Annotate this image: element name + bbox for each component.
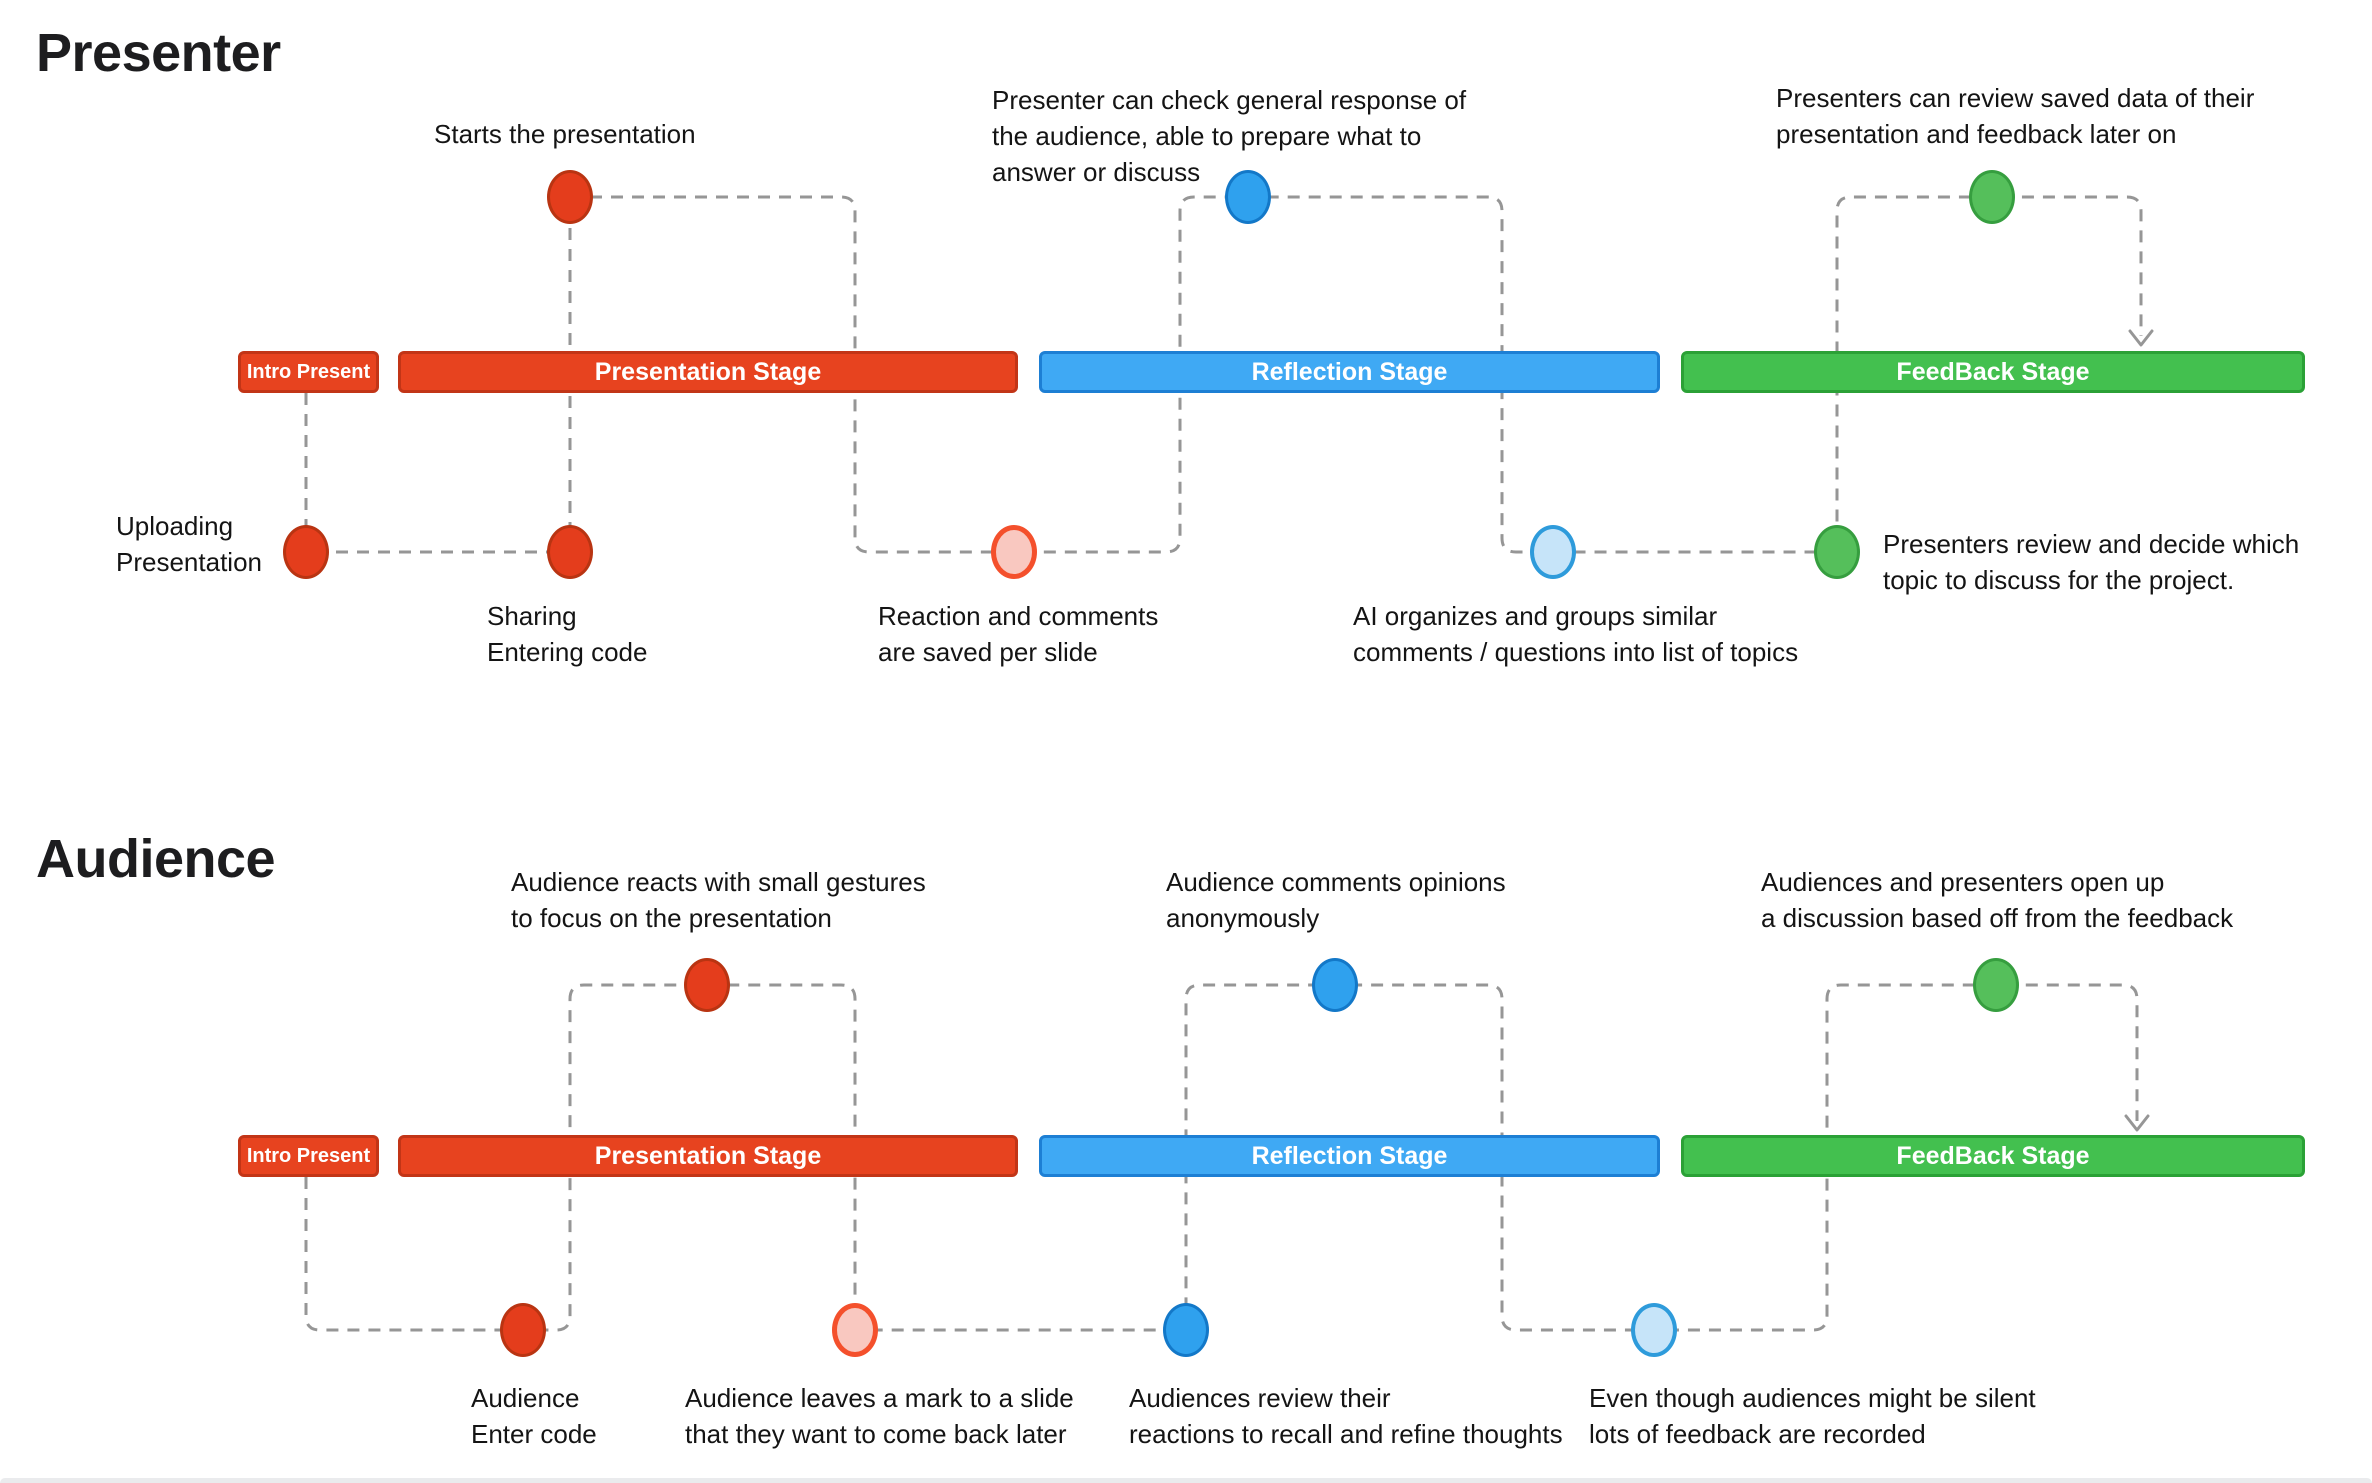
audience-dot-review-reactions [1163,1303,1209,1357]
presenter-dot-review-saved-data [1969,170,2015,224]
audience-stage-bar-reflection: Reflection Stage [1039,1135,1660,1177]
audience-connector-path [304,983,2139,1332]
note-starts-presentation: Starts the presentation [434,119,696,149]
audience-dot-silent-feedback [1631,1303,1677,1357]
presenter-dot-sharing-code [547,525,593,579]
stage-label: FeedBack Stage [1896,1141,2090,1170]
note-leaves-mark: Audience leaves a mark to a slide that t… [685,1383,1074,1449]
note-check-response: Presenter can check general response of … [992,85,1467,187]
presenter-connector-path [304,195,2143,554]
presenter-dot-check-response [1225,170,1271,224]
audience-dot-enter-code [500,1303,546,1357]
audience-section-title: Audience [36,829,276,889]
presenter-dot-starts-presentation [547,170,593,224]
stage-label: Presentation Stage [594,1141,822,1170]
note-review-saved-data: Presenters can review saved data of thei… [1776,83,2255,149]
note-reactions-saved: Reaction and comments are saved per slid… [878,601,1159,667]
note-sharing-entering-code: Sharing Entering code [487,601,648,667]
presenter-stage-bar-intro-present: Intro Present [238,351,379,393]
note-ai-organizes: AI organizes and groups similar comments… [1353,601,1799,667]
presenter-stage-bar-feedback: FeedBack Stage [1681,351,2305,393]
stage-label: FeedBack Stage [1896,357,2090,386]
presenter-stage-bar-presentation: Presentation Stage [398,351,1018,393]
audience-stage-bar-feedback: FeedBack Stage [1681,1135,2305,1177]
stage-label: Intro Present [246,360,371,383]
presenter-section-title: Presenter [36,23,281,83]
audience-arrowhead [2124,1114,2150,1132]
stage-label: Intro Present [246,1144,371,1167]
presenter-dot-review-decide [1814,525,1860,579]
audience-dot-comments-anonymously [1312,958,1358,1012]
note-comments-anonymously: Audience comments opinions anonymously [1166,867,1506,933]
note-reacts-gestures: Audience reacts with small gestures to f… [511,867,926,933]
stage-label: Reflection Stage [1251,1141,1448,1170]
audience-dot-reacts-gestures [684,958,730,1012]
audience-dot-leaves-mark [832,1303,878,1357]
note-review-refine: Audiences review their reactions to reca… [1129,1383,1563,1449]
note-review-decide-topic: Presenters review and decide which topic… [1883,529,2300,595]
presenter-stage-bar-reflection: Reflection Stage [1039,351,1660,393]
presenter-dot-ai-organizes [1530,525,1576,579]
presenter-arrowhead [2128,329,2154,347]
window-bottom-edge [0,1478,2372,1483]
stage-label: Reflection Stage [1251,357,1448,386]
note-silent-feedback: Even though audiences might be silent lo… [1589,1383,2036,1449]
audience-stage-bar-presentation: Presentation Stage [398,1135,1018,1177]
presenter-dot-reactions-saved [991,525,1037,579]
audience-dot-open-discussion [1973,958,2019,1012]
presenter-dot-uploading [283,525,329,579]
stage-label: Presentation Stage [594,357,822,386]
note-enter-code: Audience Enter code [471,1383,597,1449]
audience-stage-bar-intro-present: Intro Present [238,1135,379,1177]
note-open-discussion: Audiences and presenters open up a discu… [1761,867,2234,933]
note-uploading-presentation: Uploading Presentation [116,511,262,577]
